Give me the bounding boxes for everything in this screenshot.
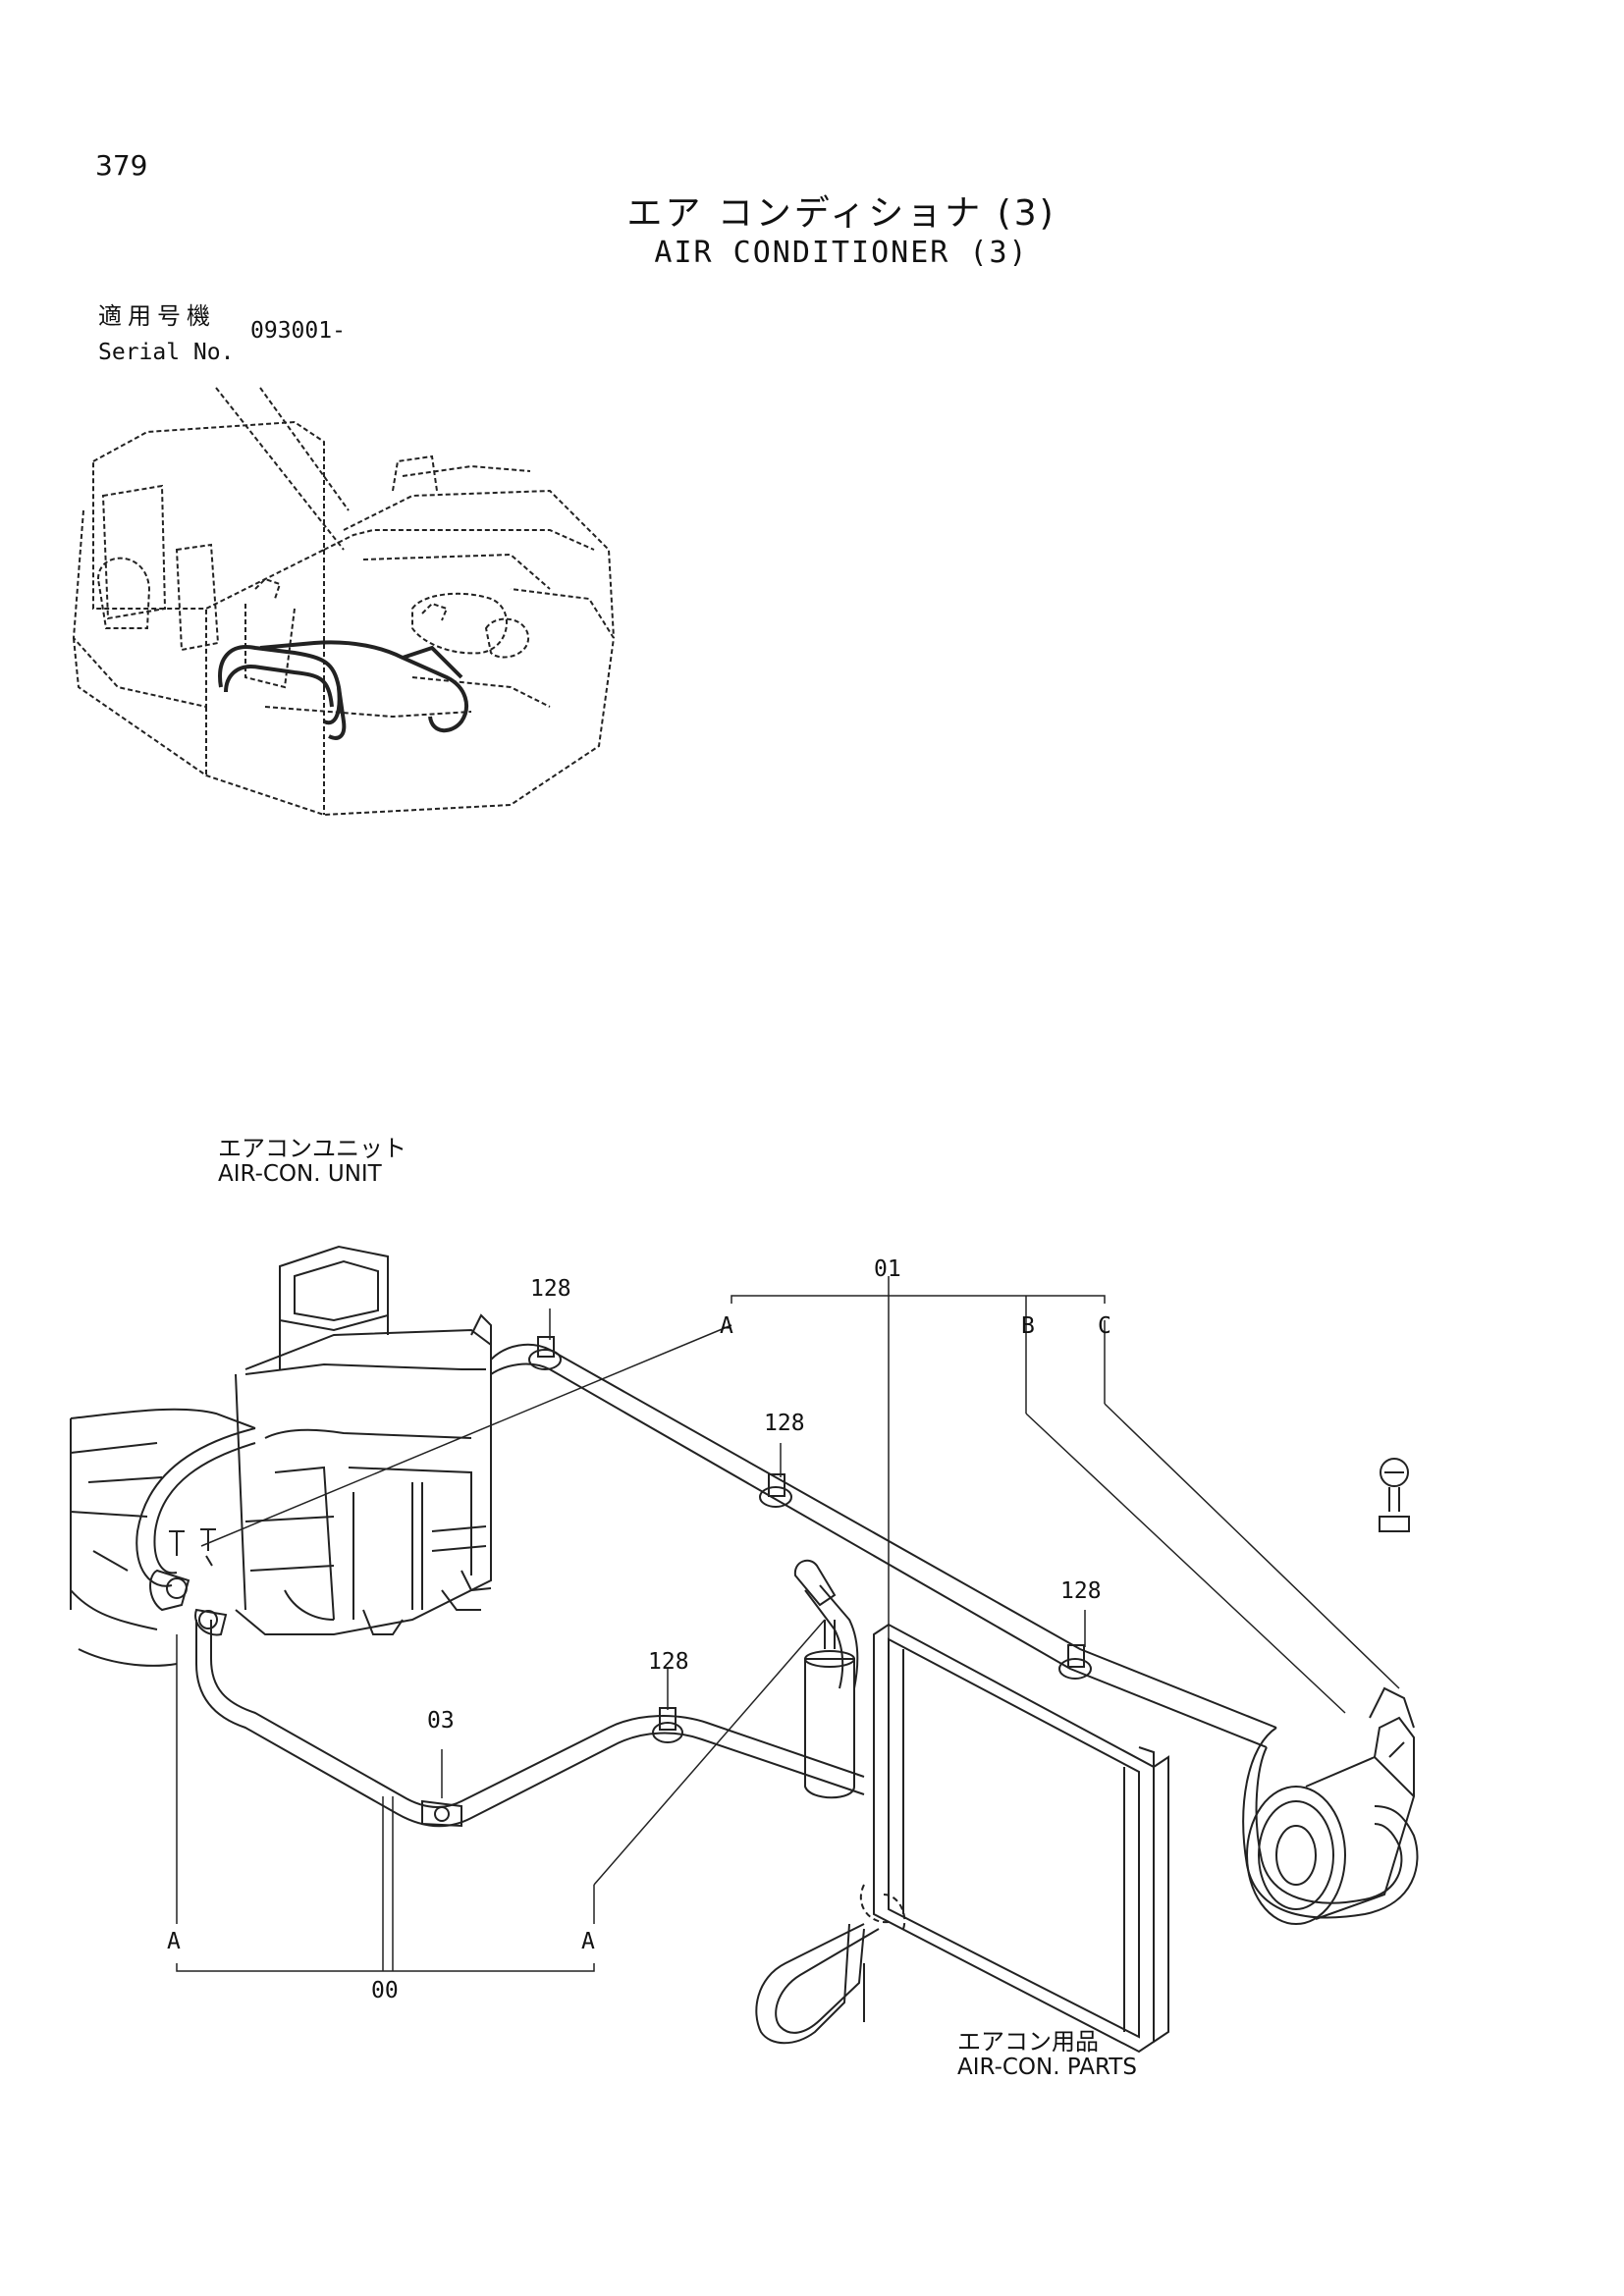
hose-clamps	[422, 1337, 1091, 1826]
callout-ref-c: C	[1098, 1313, 1111, 1339]
aircon-parts-label-japanese: エアコン用品	[957, 2028, 1099, 2056]
receiver-drier	[795, 1561, 854, 1797]
callout-clamp-128: 128	[530, 1276, 571, 1302]
callout-ref-b: B	[1021, 1313, 1035, 1339]
page-number: 379	[95, 149, 148, 182]
serial-number-value: 093001-	[250, 318, 346, 344]
hose-fittings	[150, 1529, 226, 1634]
callout-part-03: 03	[427, 1708, 455, 1734]
callout-ref-a: A	[581, 1929, 595, 1954]
page-title-japanese: エア コンディショナ (3)	[626, 193, 1056, 234]
callout-ref-a: A	[167, 1929, 181, 1954]
aircon-unit-illustration	[71, 1247, 491, 1666]
callout-clamp-128: 128	[764, 1411, 805, 1436]
condenser	[861, 1625, 1168, 2052]
serial-label-english: Serial No.	[98, 340, 235, 365]
aircon-unit-label-english: AIR-CON. UNIT	[218, 1161, 382, 1187]
overview-hose-routing	[220, 642, 466, 738]
compressor	[1247, 1459, 1414, 1924]
page-title-english: AIR CONDITIONER (3)	[654, 236, 1029, 270]
aircon-hoses	[136, 1345, 1417, 2043]
serial-label-japanese: 適用号機	[98, 302, 216, 330]
callout-part-00: 00	[371, 1978, 399, 2003]
excavator-overview-illustration	[74, 388, 614, 815]
callout-leader-lines	[177, 1276, 1399, 1971]
callout-part-01: 01	[874, 1256, 901, 1282]
aircon-parts-label-english: AIR-CON. PARTS	[957, 2055, 1137, 2080]
callout-clamp-128: 128	[648, 1649, 689, 1675]
callout-clamp-128: 128	[1060, 1578, 1102, 1604]
aircon-unit-label-japanese: エアコンユニット	[218, 1135, 406, 1162]
callout-ref-a: A	[720, 1313, 733, 1339]
